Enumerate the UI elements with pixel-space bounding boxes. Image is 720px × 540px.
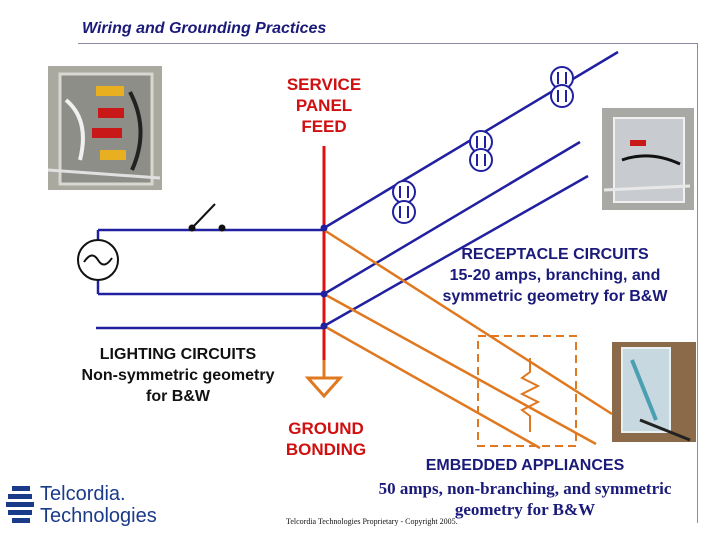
telcordia-logo-mark — [6, 486, 34, 523]
light-switch — [188, 203, 226, 232]
ground-line-1: GROUND — [288, 419, 364, 438]
logo-line-2: Technologies — [40, 505, 157, 527]
embedded-appliances-desc: 50 amps, non-branching, and symmetric ge… — [360, 478, 690, 520]
embedded-appliances-title: EMBEDDED APPLIANCES — [425, 457, 625, 474]
side-rule — [697, 43, 698, 523]
receptacle-box-photo — [602, 108, 694, 210]
junction-dots — [320, 224, 328, 330]
embedded-desc-line-2: geometry for B&W — [454, 500, 596, 519]
ground-line-2: BONDING — [285, 440, 367, 459]
header-rule — [78, 43, 698, 44]
slide-title: Wiring and Grounding Practices — [82, 20, 327, 37]
lighting-line-3: for B&W — [146, 388, 210, 405]
receptacle-icon — [392, 66, 574, 224]
receptacle-line-2: 15-20 amps, branching, and — [449, 267, 661, 284]
lighting-line-2: Non-symmetric geometry — [81, 367, 275, 384]
service-feed-line-3: FEED — [301, 117, 347, 136]
lamp-icon — [77, 239, 119, 281]
service-feed-line-1: SERVICE — [286, 75, 362, 94]
embedded-desc-line-1: 50 amps, non-branching, and symmetric — [378, 479, 672, 498]
receptacle-circuits-label: RECEPTACLE CIRCUITS 15-20 amps, branchin… — [420, 244, 690, 307]
logo-line-1: Telcordia. — [40, 483, 126, 505]
service-feed-line-2: PANEL — [295, 96, 353, 115]
copyright-footer: Telcordia Technologies Proprietary - Cop… — [286, 517, 458, 526]
embedded-appliance-box — [477, 335, 577, 447]
neutral-conductors — [323, 228, 613, 450]
receptacle-line-1: RECEPTACLE CIRCUITS — [461, 246, 649, 263]
ground-symbol — [304, 360, 344, 399]
ground-bonding-label: GROUND BONDING — [278, 418, 374, 460]
lighting-circuits-label: LIGHTING CIRCUITS Non-symmetric geometry… — [62, 344, 294, 407]
lighting-line-1: LIGHTING CIRCUITS — [99, 346, 257, 363]
receptacle-slots — [399, 72, 567, 218]
junction-box-photo — [47, 66, 162, 190]
service-feed-label: SERVICE PANEL FEED — [282, 74, 366, 137]
appliance-box-photo — [612, 342, 696, 442]
receptacle-line-3: symmetric geometry for B&W — [442, 288, 668, 305]
